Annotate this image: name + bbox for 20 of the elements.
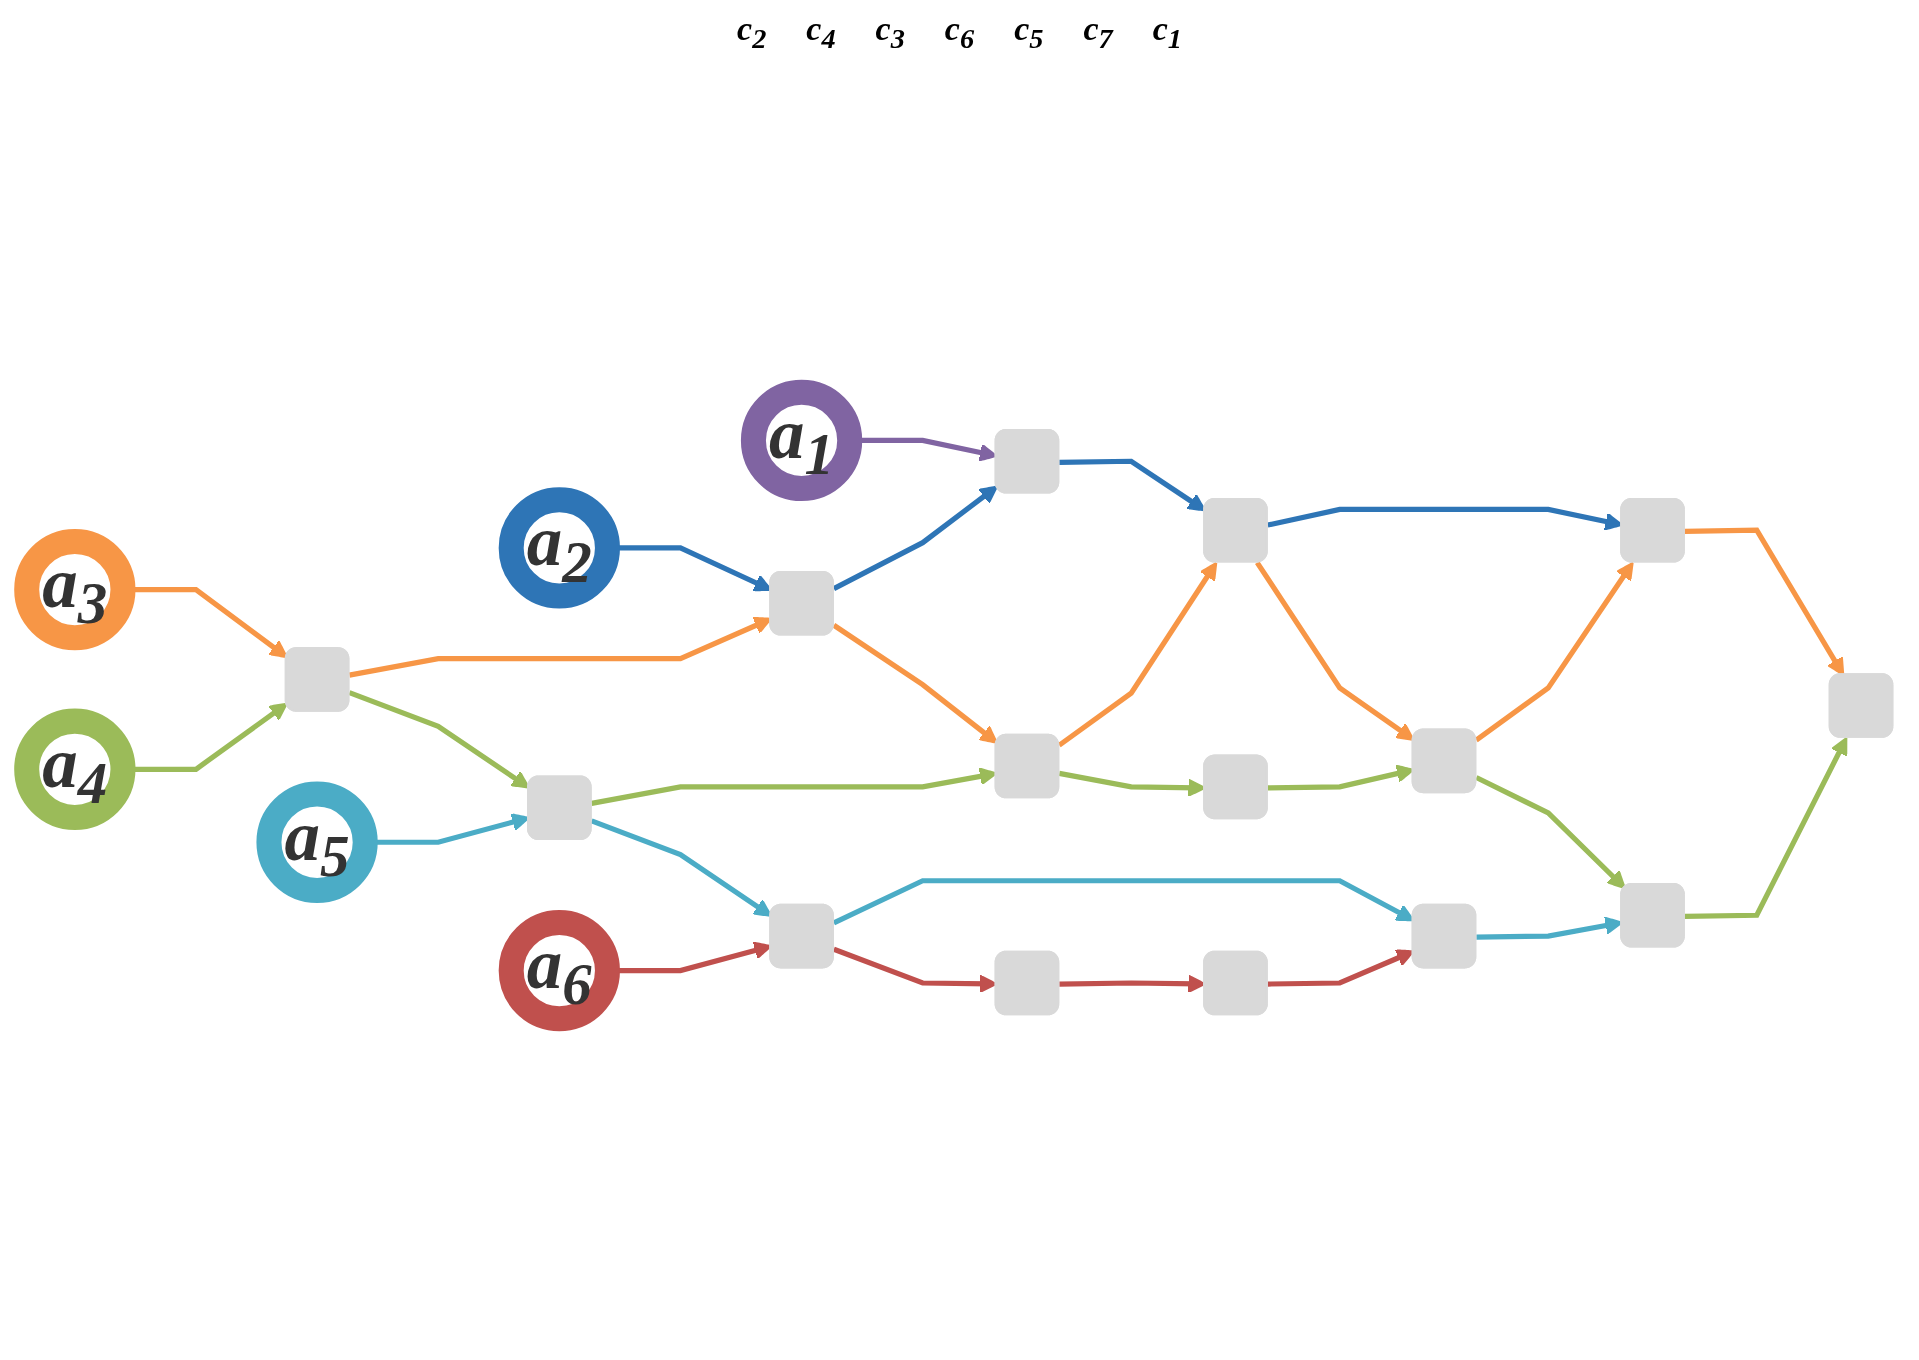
cycle-label: c$_{6}$ — [944, 10, 975, 55]
node-circle: a$_{2}$ — [498, 487, 620, 609]
cycle-label: c$_{4}$ — [806, 10, 836, 55]
cycle-label: c$_{3}$ — [875, 10, 905, 55]
cycle-label: c$_{1}$ — [1152, 10, 1182, 55]
node-circle: a$_{3}$ — [14, 528, 136, 651]
cycle-label: c$_{5}$ — [1014, 10, 1044, 55]
node-circle: a$_{4}$ — [14, 708, 136, 830]
arrow — [348, 690, 530, 789]
cycle-label: c$_{2}$ — [737, 10, 767, 55]
arrow — [1475, 775, 1626, 890]
node-circle: a$_{1}$ — [740, 379, 863, 501]
arrow — [832, 485, 999, 591]
arrow — [1474, 561, 1634, 743]
node-circle: a$_{5}$ — [256, 781, 378, 903]
arrow — [1255, 561, 1415, 741]
arrow — [1684, 736, 1848, 919]
arrow — [832, 623, 999, 744]
node-circle: a$_{6}$ — [498, 909, 620, 1032]
cycle-label: c$_{7}$ — [1083, 10, 1113, 55]
